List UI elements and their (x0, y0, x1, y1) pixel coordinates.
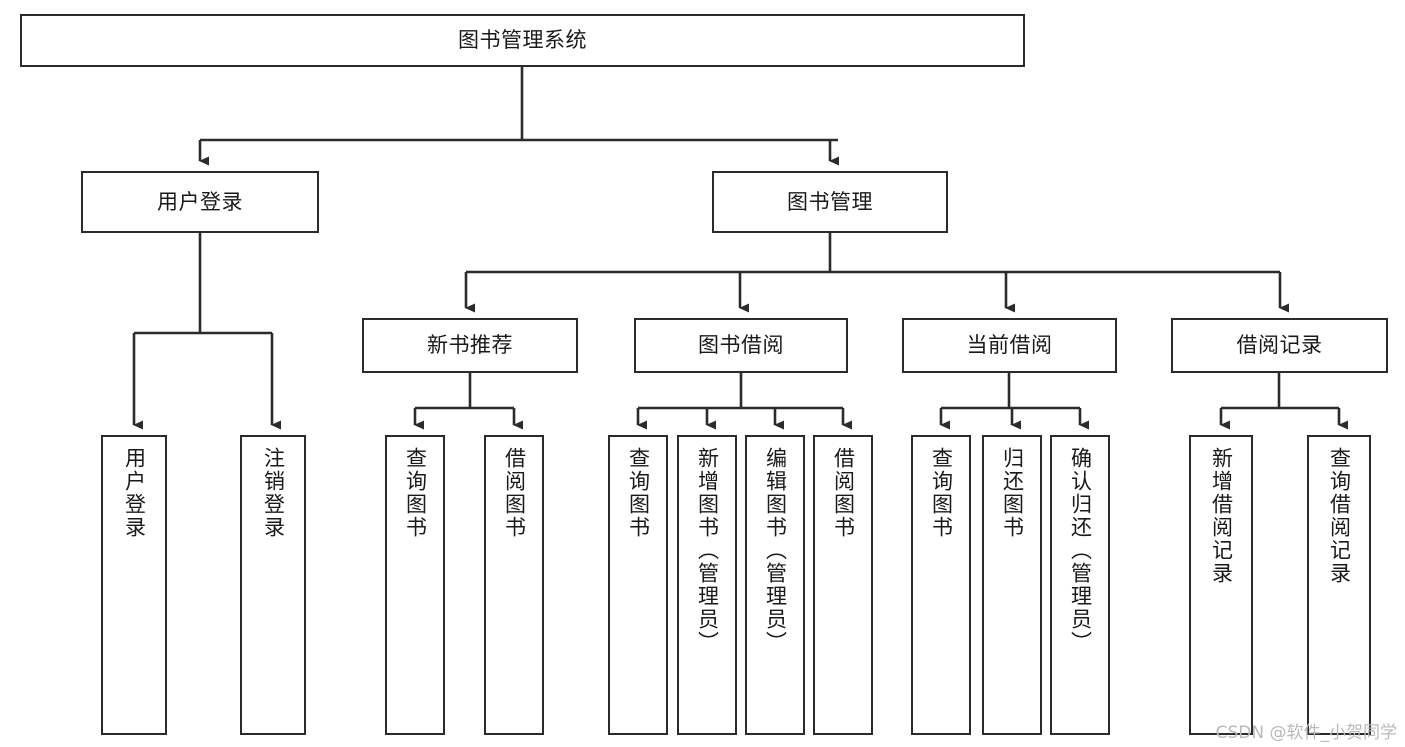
node-new-book-recommend[interactable]: 新书推荐 (362, 318, 578, 373)
node-leaf-query-book-3[interactable]: 查询图书 (911, 435, 971, 735)
node-leaf-user-login[interactable]: 用户登录 (101, 435, 167, 735)
node-leaf-confirm-return[interactable]: 确认归还（管理员） (1050, 435, 1110, 735)
node-leaf-edit-book[interactable]: 编辑图书（管理员） (745, 435, 805, 735)
node-leaf-add-record-label: 新增借阅记录 (1209, 447, 1234, 585)
node-book-borrow-label: 图书借阅 (698, 333, 784, 358)
node-book-manage-label: 图书管理 (787, 189, 873, 214)
node-leaf-borrow-book-1[interactable]: 借阅图书 (484, 435, 544, 735)
node-leaf-logout[interactable]: 注销登录 (240, 435, 306, 735)
node-book-borrow[interactable]: 图书借阅 (634, 318, 848, 373)
node-root-label: 图书管理系统 (458, 28, 587, 53)
node-current-borrow[interactable]: 当前借阅 (902, 318, 1117, 373)
node-leaf-add-book-label: 新增图书（管理员） (695, 447, 720, 654)
node-book-manage[interactable]: 图书管理 (712, 171, 948, 233)
node-new-book-recommend-label: 新书推荐 (427, 333, 513, 358)
node-leaf-return-book-label: 归还图书 (1000, 447, 1025, 539)
node-user-login[interactable]: 用户登录 (81, 171, 319, 233)
node-current-borrow-label: 当前借阅 (966, 333, 1053, 358)
node-leaf-logout-label: 注销登录 (261, 447, 286, 539)
node-root[interactable]: 图书管理系统 (20, 14, 1025, 67)
node-leaf-add-book[interactable]: 新增图书（管理员） (677, 435, 737, 735)
node-leaf-add-record[interactable]: 新增借阅记录 (1189, 435, 1253, 735)
node-borrow-record[interactable]: 借阅记录 (1171, 318, 1388, 373)
node-leaf-query-book-1-label: 查询图书 (403, 447, 428, 539)
node-leaf-query-book-2[interactable]: 查询图书 (608, 435, 668, 735)
node-leaf-borrow-book-2-label: 借阅图书 (831, 447, 856, 539)
watermark-text: CSDN @软件_小贺同学 (1215, 723, 1397, 743)
node-leaf-query-book-3-label: 查询图书 (929, 447, 954, 539)
node-leaf-confirm-return-label: 确认归还（管理员） (1068, 447, 1093, 654)
node-leaf-borrow-book-1-label: 借阅图书 (502, 447, 527, 539)
node-leaf-borrow-book-2[interactable]: 借阅图书 (813, 435, 873, 735)
node-leaf-query-record-label: 查询借阅记录 (1327, 447, 1352, 585)
node-user-login-label: 用户登录 (157, 189, 243, 214)
node-leaf-query-book-1[interactable]: 查询图书 (385, 435, 445, 735)
node-leaf-user-login-label: 用户登录 (122, 447, 147, 539)
node-leaf-edit-book-label: 编辑图书（管理员） (763, 447, 788, 654)
node-leaf-query-record[interactable]: 查询借阅记录 (1307, 435, 1371, 735)
node-leaf-query-book-2-label: 查询图书 (626, 447, 651, 539)
node-borrow-record-label: 借阅记录 (1236, 333, 1323, 358)
node-leaf-return-book[interactable]: 归还图书 (982, 435, 1042, 735)
